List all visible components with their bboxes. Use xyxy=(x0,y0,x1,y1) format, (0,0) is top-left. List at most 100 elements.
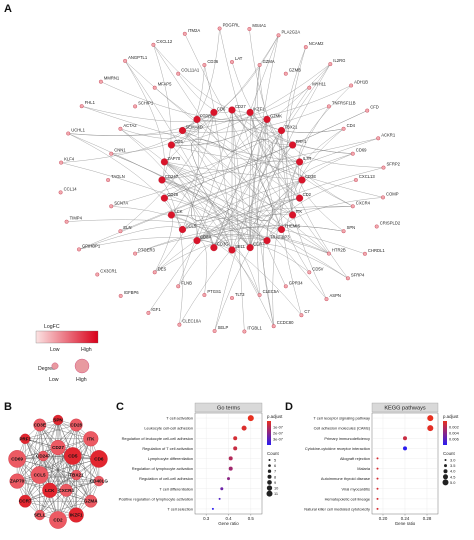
network-edge xyxy=(182,106,329,133)
network-node-label: IKZF1 xyxy=(253,106,265,111)
network-node-cxcl12 xyxy=(151,42,156,47)
network-edge xyxy=(164,119,268,199)
x-tick-label: 0.5 xyxy=(248,516,255,521)
network-edge xyxy=(164,64,205,163)
network-edge xyxy=(171,214,365,255)
size-legend-label: 5 xyxy=(274,458,276,463)
network-edge xyxy=(171,144,233,251)
network-node-des xyxy=(152,270,157,275)
network-node-label: CD5 xyxy=(174,139,183,144)
chart-title: KEGG pathways xyxy=(384,406,426,412)
network-node-label: TNFRSF11B xyxy=(332,100,356,105)
category-label: Malaria xyxy=(357,466,371,471)
legend-degree-low-circle xyxy=(51,362,59,370)
network-edge xyxy=(182,28,220,131)
network-node-label: CD8A xyxy=(200,235,211,240)
network-node-tlt3 xyxy=(230,296,234,300)
network-node-sell xyxy=(228,246,236,254)
network-node-ikzf1 xyxy=(246,108,254,116)
panel-label-a: A xyxy=(4,3,12,15)
network-b-edges xyxy=(16,419,100,521)
network-node-label: CD3E xyxy=(305,174,316,179)
network-edge xyxy=(148,130,282,314)
network-node-label: LAT xyxy=(235,56,243,61)
network-node-label: SCN7A xyxy=(114,200,128,205)
size-legend-label: 6 xyxy=(274,463,276,468)
data-point xyxy=(228,466,233,471)
network-edge xyxy=(292,144,384,168)
network-b-edge xyxy=(49,419,59,491)
network-node-label: UCHL1 xyxy=(71,128,85,133)
size-legend-label: 11 xyxy=(274,491,278,496)
network-b-node-ccr7 xyxy=(18,494,32,508)
network-node-cx3cr1 xyxy=(95,272,100,277)
network-node-ptgs1 xyxy=(202,293,207,297)
size-legend-label: 9 xyxy=(274,480,276,485)
network-edge xyxy=(231,109,293,146)
network-node-cd3g xyxy=(210,244,218,252)
network-node-cxcl13 xyxy=(353,178,358,182)
network-edge xyxy=(171,35,279,146)
network-edge xyxy=(272,161,300,327)
colorbar-title: p.adjust xyxy=(267,414,283,419)
network-edge xyxy=(171,112,215,216)
network-node-ms4a1 xyxy=(247,27,252,31)
network-node-selp xyxy=(212,329,217,333)
network-node-chrdl1 xyxy=(362,251,367,256)
size-legend-label: 3.0 xyxy=(450,458,456,463)
network-node-label: CD247 xyxy=(165,174,179,179)
network-b-edge xyxy=(43,455,91,502)
network-edge xyxy=(249,197,300,248)
category-label: Hematopoietic cell lineage xyxy=(325,496,370,501)
network-edge xyxy=(78,226,183,250)
network-node-ackr1 xyxy=(376,136,381,141)
network-b-node-spn xyxy=(52,414,64,426)
network-b-node-lck xyxy=(42,482,58,498)
category-label: Regulation of leukocyte cell-cell adhesi… xyxy=(122,436,193,441)
network-b-edge xyxy=(76,424,100,482)
network-edge xyxy=(182,205,353,230)
network-node-label: ZAP70 xyxy=(167,156,180,161)
network-node-spn xyxy=(341,229,346,234)
colorbar-tick-label: 1e-07 xyxy=(273,425,283,430)
category-label: T cell differentiation xyxy=(159,486,193,491)
colorbar-tick-label: 0.004 xyxy=(449,431,460,436)
network-b-node-label: CD6 xyxy=(94,456,104,461)
network-node-label: CD5V xyxy=(312,266,323,271)
network-node-comp xyxy=(381,195,385,200)
network-b-edge xyxy=(39,458,99,476)
network-edge xyxy=(111,144,293,207)
network-edge xyxy=(231,109,251,248)
network-b-edge xyxy=(43,455,67,491)
category-label: Primary immunodeficiency xyxy=(324,436,370,441)
network-edge xyxy=(154,87,303,181)
network-b-node-zap70 xyxy=(9,473,25,489)
network-b-edge xyxy=(57,480,100,521)
network-node-eln xyxy=(118,229,123,234)
network-node-label: SEMA4D xyxy=(186,125,203,130)
colorbar-tick-label: 0.002 xyxy=(449,425,459,430)
network-node-label: TLT3 xyxy=(235,292,245,297)
network-edge xyxy=(249,237,329,254)
network-node-label: CNN1 xyxy=(114,148,126,153)
network-node-cd8a xyxy=(193,237,201,245)
network-edge xyxy=(182,119,200,230)
network-node-label: IL2RG xyxy=(333,58,345,63)
legend-degree-low: Low xyxy=(49,377,59,383)
legend-logfc-high: High xyxy=(81,347,92,353)
network-b-node-cd27 xyxy=(50,439,66,456)
network-b-edge xyxy=(43,455,77,516)
network-b-edge xyxy=(57,419,67,491)
colorbar xyxy=(443,421,447,445)
network-edge xyxy=(164,161,330,254)
network-edge xyxy=(164,197,251,248)
network-node-cd28 xyxy=(160,194,168,202)
x-tick-label: 0.4 xyxy=(225,516,232,521)
network-edge xyxy=(164,161,303,181)
category-label: Allograft rejection xyxy=(340,456,370,461)
network-edge xyxy=(204,64,215,114)
category-label: Regulation of T cell activation xyxy=(142,446,193,451)
network-node-label: IGFBP6 xyxy=(124,290,140,295)
network-node-adh1b xyxy=(349,83,354,88)
